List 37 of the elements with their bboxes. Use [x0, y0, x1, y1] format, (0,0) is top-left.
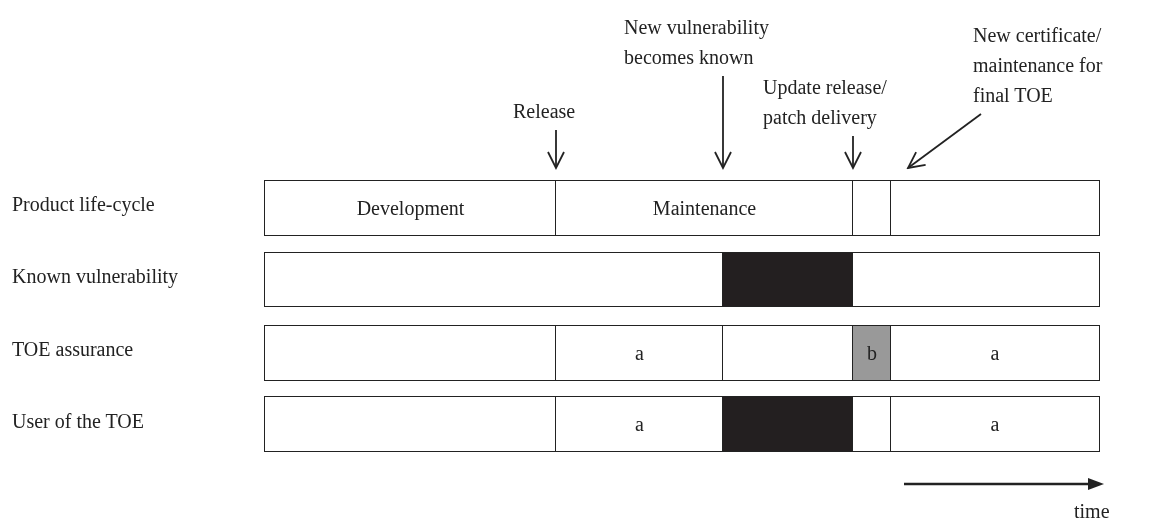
arrow: [547, 129, 565, 169]
event-annotation: Release: [513, 96, 603, 126]
axis-label: time: [1074, 500, 1110, 523]
shaded-timeline-segment: [722, 252, 854, 307]
timeline-segment: [264, 180, 557, 236]
timeline-segment: [852, 252, 1100, 307]
timeline-segment: [555, 180, 854, 236]
timeline-segment: [852, 396, 892, 452]
segment-label: a: [990, 412, 1000, 436]
event-annotation: New vulnerability becomes known: [624, 12, 794, 72]
segment-label: a: [635, 341, 644, 365]
timeline-segment: [264, 252, 724, 307]
shaded-timeline-segment: [852, 325, 892, 381]
segment-label: b: [867, 341, 877, 365]
timeline-segment: [890, 396, 1100, 452]
shaded-timeline-segment: [722, 396, 854, 452]
segment-label: a: [635, 412, 644, 436]
timeline-segment: [264, 325, 557, 381]
row-label: Product life-cycle: [12, 193, 155, 216]
arrow: [907, 113, 982, 169]
segment-label: a: [990, 341, 1000, 365]
timeline-segment: [555, 325, 724, 381]
timeline-segment: [890, 325, 1100, 381]
row-label: TOE assurance: [12, 338, 134, 361]
arrow: [844, 135, 862, 169]
timeline-segment: [555, 396, 724, 452]
event-annotation: New certificate/ maintenance for final TOE: [973, 20, 1138, 110]
segment-label: Maintenance: [652, 196, 757, 220]
segment-label: Development: [356, 196, 465, 220]
timeline-segment: [264, 396, 557, 452]
row-label: Known vulnerability: [12, 265, 179, 288]
timeline-segment: [852, 180, 892, 236]
timeline-segment: [722, 325, 854, 381]
timeline-segment: [890, 180, 1100, 236]
event-annotation: Update release/ patch delivery: [763, 72, 928, 132]
arrow: [714, 75, 732, 169]
row-label: User of the TOE: [12, 410, 144, 433]
